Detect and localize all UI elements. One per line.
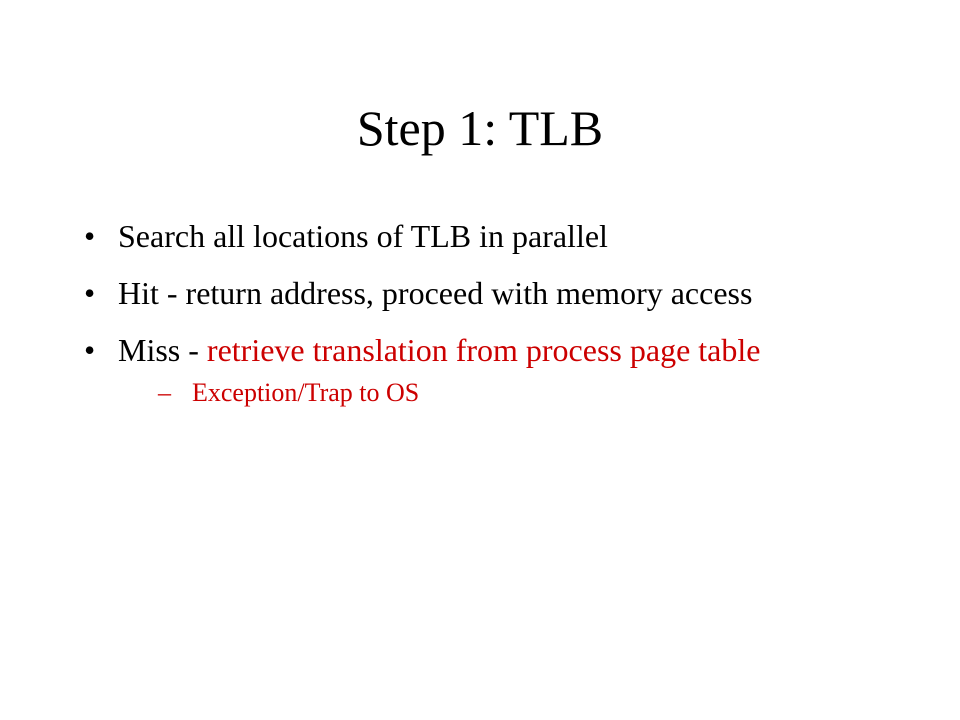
- bullet-list: • Search all locations of TLB in paralle…: [84, 218, 844, 409]
- sub-bullet-exception: – Exception/Trap to OS: [158, 377, 844, 409]
- sub-bullet-text: Exception/Trap to OS: [192, 378, 420, 407]
- bullet-marker: •: [84, 332, 96, 368]
- bullet-miss: • Miss - retrieve translation from proce…: [84, 332, 844, 369]
- sub-bullet-marker: –: [158, 378, 171, 407]
- slide-title: Step 1: TLB: [356, 100, 604, 156]
- bullet-search: • Search all locations of TLB in paralle…: [84, 218, 844, 255]
- bullet-hit: • Hit - return address, proceed with mem…: [84, 275, 844, 312]
- bullet-prefix: Miss -: [118, 332, 207, 368]
- bullet-text: Search all locations of TLB in parallel: [118, 218, 608, 254]
- bullet-marker: •: [84, 218, 96, 254]
- bullet-highlight-text: retrieve translation from process page t…: [206, 332, 761, 368]
- bullet-prefix: Hit -: [118, 275, 186, 311]
- bullet-marker: •: [84, 275, 96, 311]
- bullet-text: return address, proceed with memory acce…: [185, 275, 753, 311]
